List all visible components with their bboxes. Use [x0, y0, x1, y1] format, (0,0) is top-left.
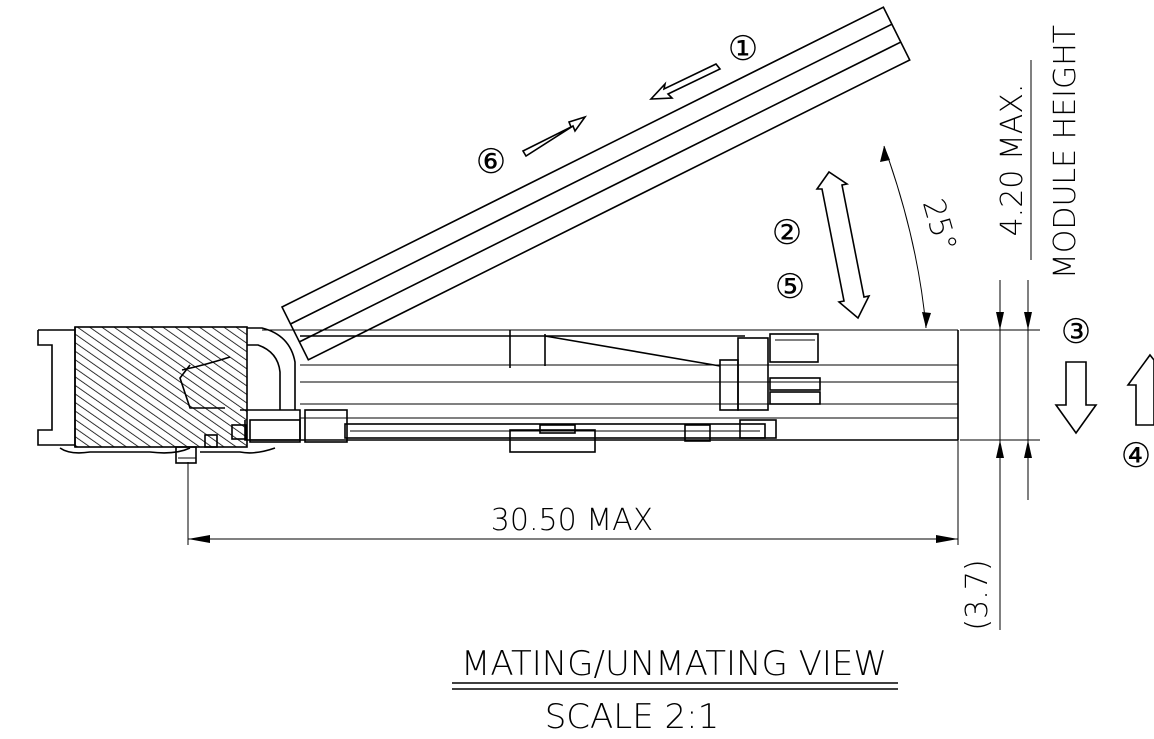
angle-label: 25°: [915, 195, 963, 256]
arrow-step25: [815, 170, 871, 320]
length-dimension: [187, 440, 959, 545]
callout-step3: ③: [1061, 312, 1091, 352]
arrow-step4: [1126, 353, 1154, 426]
arrow-step3: [1054, 361, 1098, 435]
view-title: MATING/UNMATING VIEW: [461, 644, 887, 684]
module-edge: [181, 356, 231, 371]
callout-step2: ②: [772, 213, 802, 253]
arrow-step6: [521, 115, 588, 158]
module-height-label: MODULE HEIGHT: [1048, 25, 1083, 279]
callout-step4: ④: [1121, 436, 1151, 476]
height-dimensions: [960, 280, 1040, 630]
scale-label: SCALE 2:1: [545, 697, 720, 737]
height-max-label: 4.20 MAX.: [995, 84, 1030, 237]
arrow-step1: [649, 63, 722, 100]
module-seated: [250, 329, 959, 453]
length-label: 30.50 MAX: [491, 503, 653, 538]
offset-label: (3.7): [960, 559, 995, 630]
angle-dimension: [820, 145, 958, 331]
module-angled: [280, 6, 911, 361]
callout-step1: ①: [728, 29, 758, 69]
connector-guide: [179, 327, 348, 443]
connector-body: [37, 326, 276, 464]
callout-step6: ⑥: [476, 142, 506, 182]
callout-step5: ⑤: [775, 267, 805, 307]
